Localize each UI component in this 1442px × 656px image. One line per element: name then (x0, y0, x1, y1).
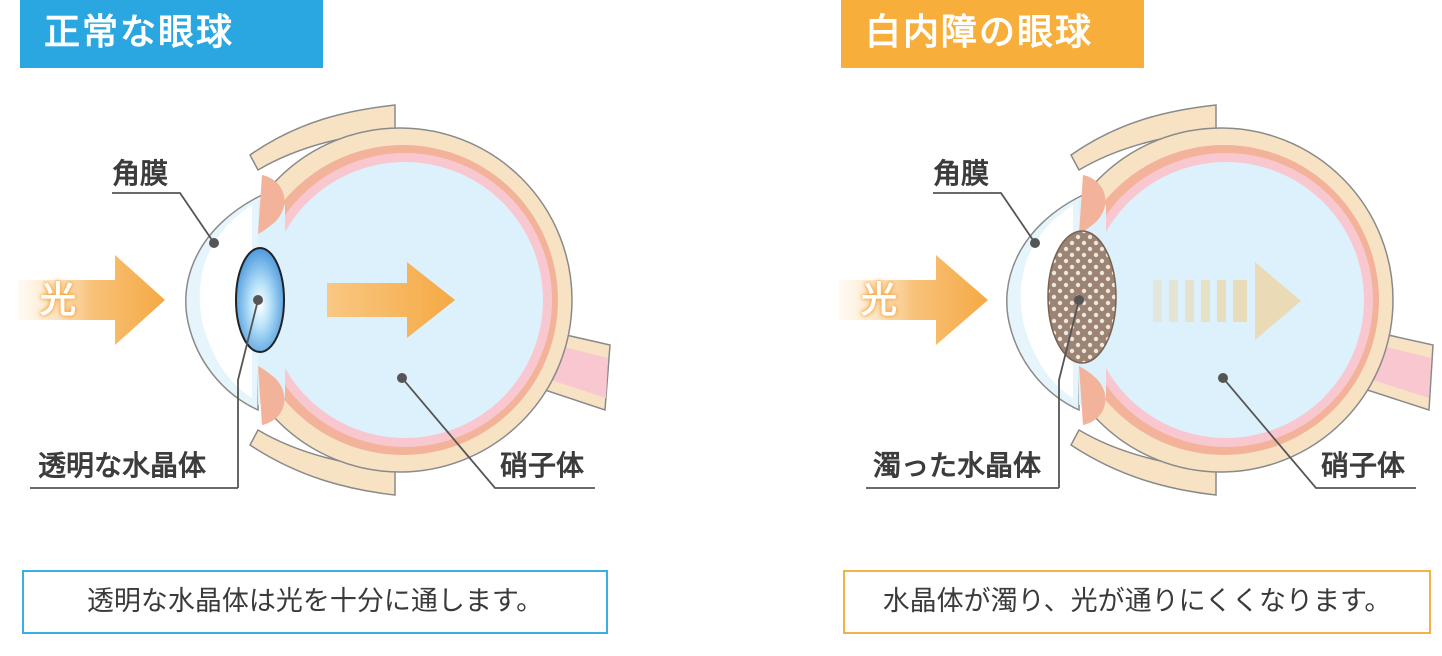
lens-label: 透明な水晶体 (38, 449, 207, 482)
blocked-light-arrow (1153, 262, 1301, 340)
vitreous-label: 硝子体 (1321, 449, 1406, 482)
cataract-eye-diagram (839, 104, 1434, 496)
light-label: 光 (861, 280, 898, 321)
panel-title: 正常な眼球 (20, 0, 323, 68)
iris-lower (258, 366, 285, 425)
vitreous-leader (401, 377, 595, 489)
vitreous-label: 硝子体 (500, 449, 585, 482)
caption-box: 水晶体が濁り、光が通りにくくなります。 (843, 570, 1431, 634)
panel-cataract-eye: 白内障の眼球 (721, 0, 1442, 656)
panel-normal-eye: 正常な眼球 (18, 0, 611, 634)
panel-title: 白内障の眼球 (841, 0, 1144, 68)
incoming-light-arrow (18, 255, 165, 345)
lens-leader (1058, 299, 1080, 488)
iris-lower (1079, 366, 1106, 425)
light-label: 光 (40, 280, 77, 321)
cornea-leader (933, 192, 1036, 244)
normal-eye-diagram (18, 104, 611, 496)
transmitted-light-arrow (327, 262, 455, 338)
caption-box: 透明な水晶体は光を十分に通します。 (22, 570, 608, 634)
vitreous-leader (1222, 377, 1416, 489)
iris-upper (1079, 175, 1106, 234)
lens-leader (237, 299, 259, 488)
lens-label: 濁った水晶体 (873, 449, 1042, 482)
cornea-label: 角膜 (112, 157, 169, 190)
incoming-light-arrow (839, 255, 988, 345)
cornea-label: 角膜 (933, 157, 990, 190)
cornea-leader (112, 192, 215, 244)
iris-upper (258, 175, 285, 234)
